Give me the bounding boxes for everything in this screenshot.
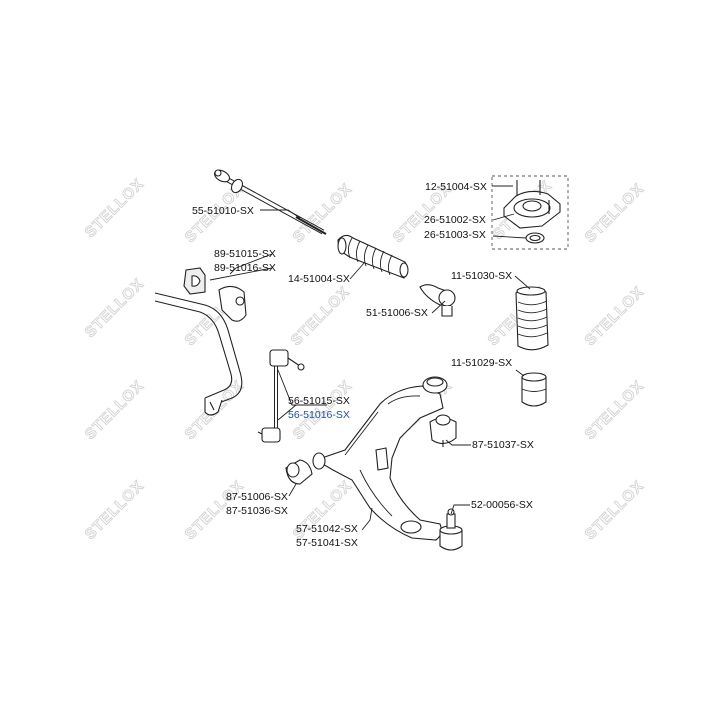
tie-rod xyxy=(214,169,327,235)
label-bump-stop: 11-51029-SX xyxy=(451,357,512,369)
watermark: STELLOX xyxy=(582,283,648,349)
label-arm-bushing-rear: 87-51037-SX xyxy=(472,439,534,451)
stabilizer-bar xyxy=(154,292,243,416)
watermark: STELLOX xyxy=(82,377,148,443)
stabilizer-link xyxy=(257,349,305,443)
watermark: STELLOX xyxy=(82,275,148,341)
label-bush-stab-1: 89-51015-SX xyxy=(214,248,276,260)
watermark: STELLOX xyxy=(82,477,148,543)
arm-bushing-rear xyxy=(429,414,457,447)
watermark: STELLOX xyxy=(582,377,648,443)
label-strut-mount: 12-51004-SX xyxy=(425,181,487,193)
watermark: STELLOX xyxy=(582,180,648,246)
watermark: STELLOX xyxy=(82,175,148,241)
rack-boot xyxy=(337,234,409,279)
shock-boot xyxy=(515,286,549,351)
stabilizer-bushing xyxy=(183,267,206,295)
label-bush-stab-2: 89-51016-SX xyxy=(214,262,276,274)
watermark: STELLOX xyxy=(288,283,354,349)
part-labels: 55-51010-SX 14-51004-SX 12-51004-SX 26-5… xyxy=(192,181,534,549)
label-control-arm-2: 57-51041-SX xyxy=(296,537,358,549)
label-tie-rod: 55-51010-SX xyxy=(192,205,254,217)
label-link-1: 56-51015-SX xyxy=(288,395,350,407)
lower-control-arm xyxy=(312,376,448,541)
label-tie-rod-end: 51-51006-SX xyxy=(366,307,428,319)
label-arm-bushing-1: 87-51006-SX xyxy=(226,491,288,503)
label-link-2: 56-51016-SX xyxy=(288,409,350,421)
label-strut-bearing-1: 26-51002-SX xyxy=(424,214,486,226)
label-ball-joint: 52-00056-SX xyxy=(471,499,533,511)
stabilizer-bracket xyxy=(218,285,247,322)
watermark: STELLOX xyxy=(582,477,648,543)
tie-rod-end xyxy=(419,284,456,317)
bump-stop xyxy=(521,372,547,407)
leader-lines xyxy=(209,185,531,531)
label-strut-bearing-2: 26-51003-SX xyxy=(424,229,486,241)
label-boot-shock: 11-51030-SX xyxy=(451,270,512,282)
label-arm-bushing-2: 87-51036-SX xyxy=(226,505,288,517)
arm-bushing-front xyxy=(285,459,313,485)
label-boot-rack: 14-51004-SX xyxy=(288,273,350,285)
ball-joint xyxy=(439,508,463,551)
label-control-arm-1: 57-51042-SX xyxy=(296,523,358,535)
